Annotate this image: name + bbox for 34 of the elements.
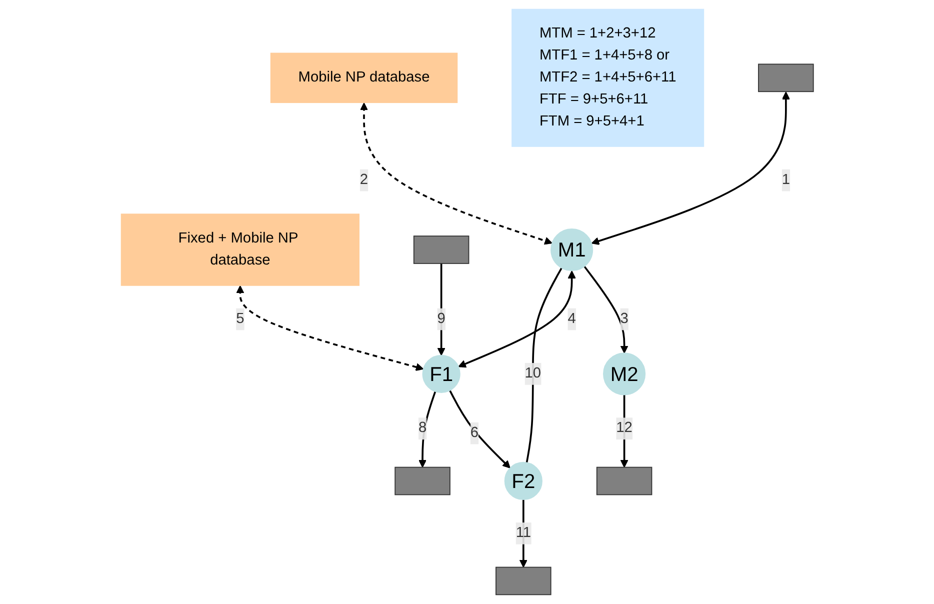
arrow — [458, 270, 576, 368]
node-circle: M1 — [550, 228, 593, 272]
edge-label: 4 — [567, 311, 576, 327]
node-box: MTM = 1+2+3+12 MTF1 = 1+4+5+8 or MTF2 = 1+4+5+6+11 FTF = 9+5+6+11 FTM = 9+5+4+1 — [511, 8, 704, 147]
arrow — [519, 500, 528, 568]
arrow — [236, 285, 424, 371]
edge-label: 1 — [782, 172, 790, 188]
arrow — [436, 263, 445, 356]
node-box — [495, 566, 551, 596]
node-circle: F1 — [422, 354, 460, 393]
edge-label: 9 — [436, 311, 446, 327]
edge-label: 2 — [360, 172, 368, 188]
edge-label: 3 — [620, 311, 628, 327]
arrow — [448, 390, 510, 468]
edge-label: 5 — [236, 311, 244, 327]
node-circle: M2 — [602, 352, 646, 396]
edge-label: 8 — [418, 420, 426, 436]
connector — [525, 268, 562, 463]
arrow — [583, 266, 628, 354]
edge-label: 10 — [524, 366, 541, 382]
node-box: Fixed + Mobile NP database — [120, 214, 360, 286]
node-box — [758, 64, 814, 92]
edge-label: 6 — [470, 425, 478, 441]
arrow — [418, 391, 436, 468]
node-box: Mobile NP database — [270, 52, 458, 104]
node-box — [413, 236, 469, 264]
arrow — [620, 394, 628, 468]
node-box — [394, 466, 450, 496]
edge-label: 11 — [515, 525, 531, 541]
node-box — [596, 466, 652, 496]
node-circle: F2 — [504, 462, 542, 500]
edge-label: 12 — [616, 420, 632, 436]
arrow — [360, 102, 552, 245]
arrow — [590, 92, 790, 245]
